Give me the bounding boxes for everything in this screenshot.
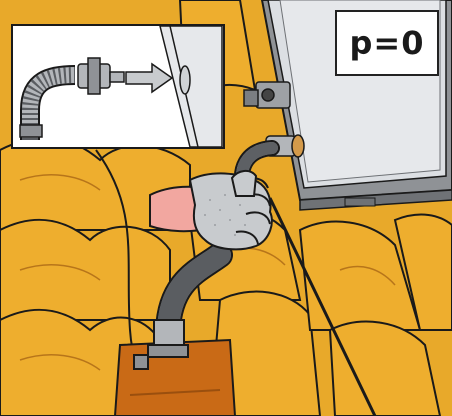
pressure-label: p=0 <box>335 10 439 76</box>
detail-inset <box>12 25 224 148</box>
